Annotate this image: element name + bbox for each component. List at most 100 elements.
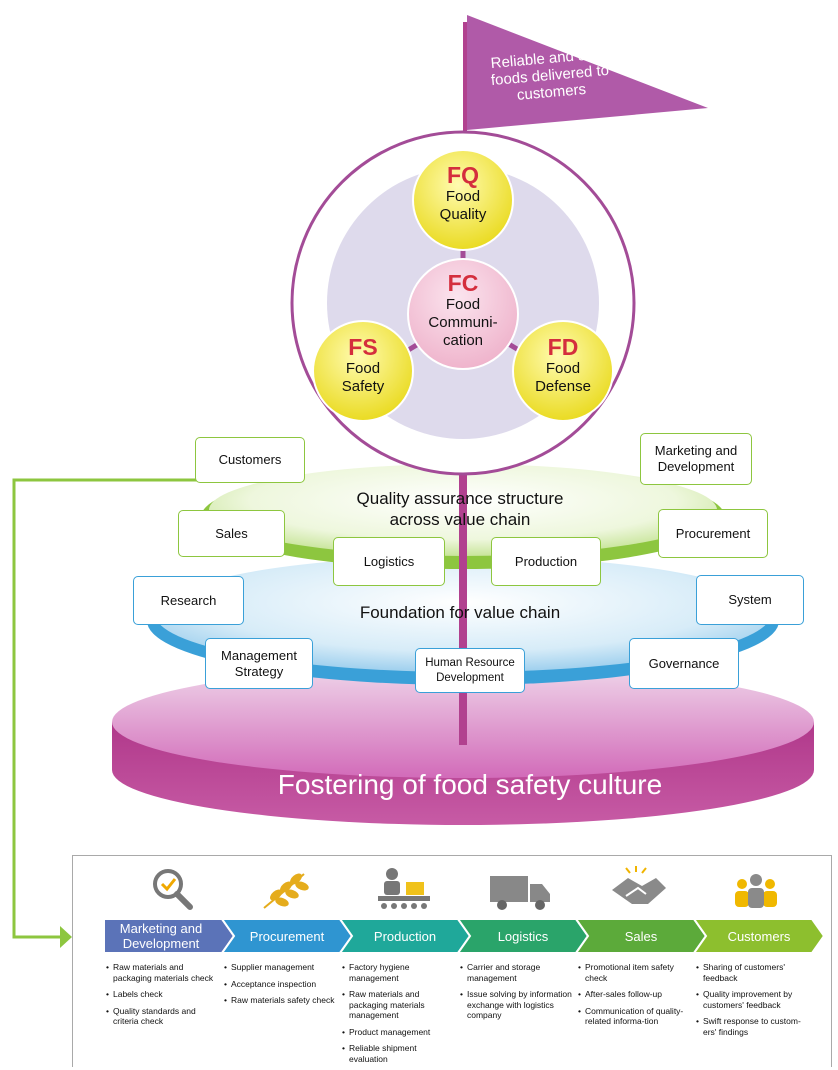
people-group-icon bbox=[735, 874, 777, 908]
fd-label-line: Food bbox=[545, 360, 581, 377]
process-step-bullets: Sharing of customers' feedbackQuality im… bbox=[696, 962, 808, 1043]
process-bullet: Supplier management bbox=[224, 962, 336, 973]
ring-box-label: System bbox=[728, 592, 772, 607]
ring-box-production: Production bbox=[491, 537, 601, 586]
fc-code: FC bbox=[447, 270, 479, 296]
ring-box-label: Development bbox=[657, 459, 735, 474]
fs-code: FS bbox=[348, 334, 378, 360]
process-step-label: Procurement bbox=[232, 919, 342, 953]
fc-label-line: cation bbox=[442, 332, 484, 349]
process-bullet: Carrier and storage management bbox=[460, 962, 572, 983]
fq-label-line: Food bbox=[445, 188, 481, 205]
process-step-label-line: Marketing and bbox=[119, 921, 203, 936]
process-step-label-line: Sales bbox=[624, 928, 658, 944]
process-bullet: After-sales follow-up bbox=[578, 989, 690, 1000]
fd-code: FD bbox=[547, 334, 579, 360]
value-chain-title-line: Quality assurance structure bbox=[356, 489, 564, 508]
handshake-icon bbox=[612, 866, 666, 904]
ring-box-label: Procurement bbox=[675, 525, 751, 541]
ring-box-sales: Sales bbox=[178, 510, 285, 557]
fc-label: FC Food Communi- cation bbox=[408, 270, 518, 350]
ring-box-label: Sales bbox=[215, 525, 248, 541]
process-bullet: Promotional item safety check bbox=[578, 962, 690, 983]
fq-code: FQ bbox=[447, 162, 479, 188]
fd-circle bbox=[512, 320, 614, 422]
process-bullet: Communication of quality-related informa… bbox=[578, 1006, 690, 1027]
ring-box-label: Logistics bbox=[363, 553, 415, 569]
process-bullet: Product management bbox=[342, 1027, 454, 1038]
value-chain-process-panel bbox=[72, 855, 832, 1067]
central-pole bbox=[459, 470, 467, 745]
value-chain-title-line: across value chain bbox=[389, 510, 531, 529]
process-bullet: Quality improvement by customers' feedba… bbox=[696, 989, 808, 1010]
ring-box-label: Marketing and bbox=[654, 443, 738, 458]
ring-box-management-strategy: Management Strategy bbox=[205, 638, 313, 689]
process-bullet: Factory hygiene management bbox=[342, 962, 454, 983]
process-step-bullets: Promotional item safety checkAfter-sales… bbox=[578, 962, 690, 1033]
ring-box-customers: Customers bbox=[195, 437, 305, 483]
ring-box-label: Development bbox=[436, 671, 504, 684]
ring-box-label: Management bbox=[221, 647, 297, 663]
fc-label-line: Communi- bbox=[428, 314, 498, 331]
ring-box-label: Governance bbox=[648, 655, 720, 671]
process-step-label-line: Customers bbox=[727, 928, 791, 944]
process-step-label-line: Production bbox=[373, 928, 437, 944]
process-step-label: Production bbox=[350, 919, 460, 953]
process-bullet: Sharing of customers' feedback bbox=[696, 962, 808, 983]
culture-label-text: Fostering of food safety culture bbox=[277, 769, 663, 800]
ring-box-hr-development: Human Resource Development bbox=[415, 648, 525, 693]
fc-label-line: Food bbox=[445, 296, 481, 313]
factory-worker-conveyor-icon bbox=[378, 868, 430, 909]
process-bullet: Labels check bbox=[106, 989, 218, 1000]
process-step-bullets: Carrier and storage managementIssue solv… bbox=[460, 962, 572, 1027]
ring-box-label: Research bbox=[160, 592, 217, 608]
process-bullet: Issue solving by information exchange wi… bbox=[460, 989, 572, 1021]
fq-label-line: Quality bbox=[439, 206, 487, 223]
ring-box-marketing: Marketing and Development bbox=[640, 433, 752, 485]
process-step-label: Sales bbox=[586, 919, 696, 953]
ring-box-label: Human Resource bbox=[425, 656, 515, 669]
fq-circle bbox=[412, 149, 514, 251]
fs-label-line: Food bbox=[345, 360, 381, 377]
fq-label: FQ Food Quality bbox=[413, 162, 513, 224]
feedback-connector bbox=[12, 478, 214, 939]
ring-box-procurement: Procurement bbox=[658, 509, 768, 558]
wheat-grain-icon bbox=[263, 873, 309, 909]
process-bullet: Raw materials and packaging materials ch… bbox=[106, 962, 218, 983]
fd-label-line: Defense bbox=[535, 378, 591, 395]
ring-box-label: Production bbox=[514, 553, 578, 569]
process-step-label-line: Development bbox=[122, 936, 200, 951]
culture-label: Fostering of food safety culture bbox=[210, 768, 730, 802]
process-step-label: Logistics bbox=[468, 919, 578, 953]
ring-box-label: Customers bbox=[218, 452, 282, 467]
process-bullet: Raw materials and packaging materials ma… bbox=[342, 989, 454, 1021]
magnifier-check-icon bbox=[153, 869, 193, 910]
process-step-bullets: Factory hygiene managementRaw materials … bbox=[342, 962, 454, 1070]
feedback-arrowhead bbox=[60, 926, 72, 948]
process-bullet: Reliable shipment evaluation bbox=[342, 1043, 454, 1064]
process-bullet: Acceptance inspection bbox=[224, 979, 336, 990]
fc-circle bbox=[407, 258, 519, 370]
fd-label: FD Food Defense bbox=[513, 334, 613, 396]
process-step-bullets: Raw materials and packaging materials ch… bbox=[106, 962, 218, 1033]
process-step-label: Customers bbox=[704, 919, 814, 953]
ring-box-governance: Governance bbox=[629, 638, 739, 689]
ring-box-logistics: Logistics bbox=[333, 537, 445, 586]
process-bullet: Quality standards and criteria check bbox=[106, 1006, 218, 1027]
process-step-bullets: Supplier managementAcceptance inspection… bbox=[224, 962, 336, 1012]
process-step-label-line: Procurement bbox=[249, 928, 325, 944]
process-bullet: Raw materials safety check bbox=[224, 995, 336, 1006]
fs-label: FS Food Safety bbox=[313, 334, 413, 396]
foundation-title-text: Foundation for value chain bbox=[359, 603, 561, 622]
ring-box-system: System bbox=[696, 575, 804, 625]
fs-circle bbox=[312, 320, 414, 422]
foundation-title: Foundation for value chain bbox=[310, 602, 610, 623]
process-step-label-line: Logistics bbox=[497, 928, 549, 944]
fs-label-line: Safety bbox=[341, 378, 385, 395]
value-chain-title: Quality assurance structure across value… bbox=[310, 488, 610, 530]
ring-box-label: Strategy bbox=[234, 663, 284, 679]
process-bullet: Swift response to custom-ers' findings bbox=[696, 1016, 808, 1037]
delivery-truck-icon bbox=[490, 876, 550, 910]
ring-box-research: Research bbox=[133, 576, 244, 625]
